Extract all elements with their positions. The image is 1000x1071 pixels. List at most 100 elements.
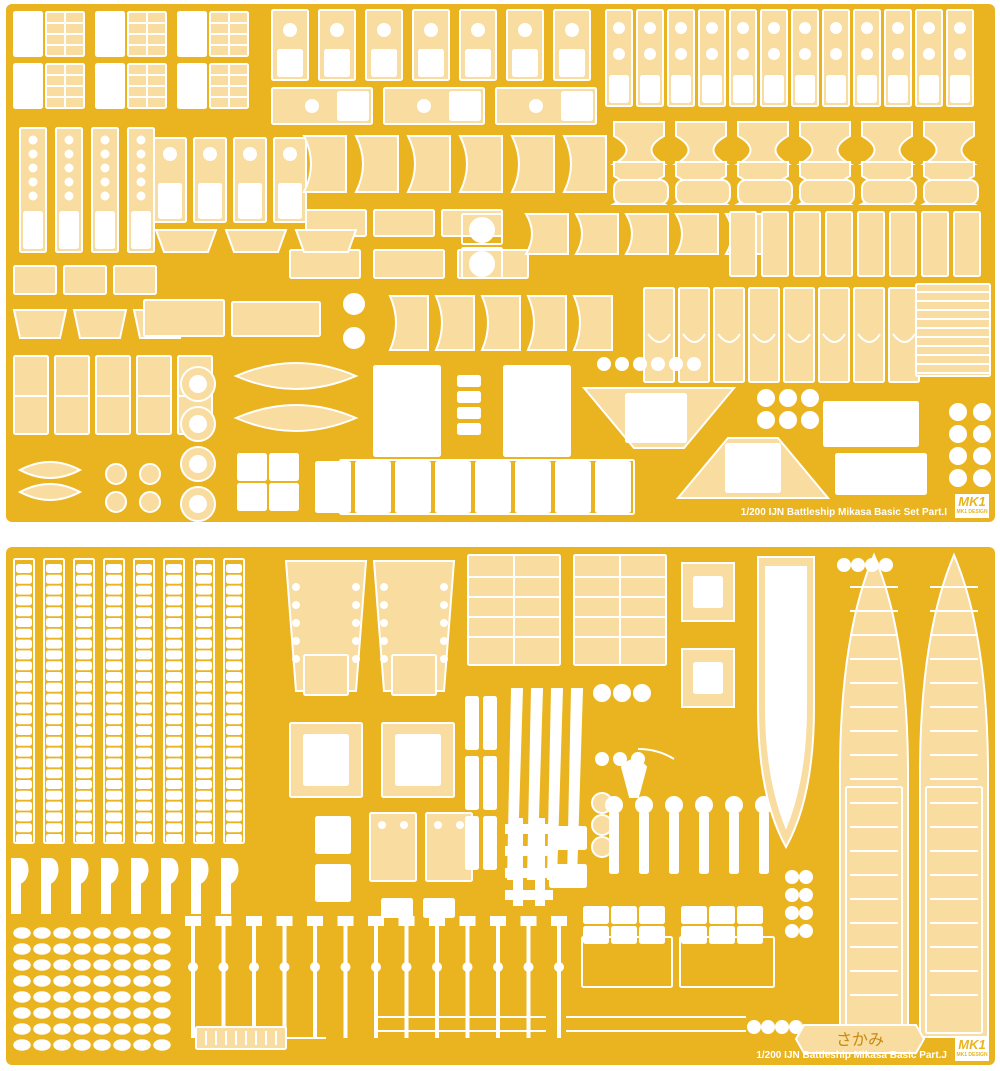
- post-hole: [243, 147, 257, 161]
- rosette: [757, 411, 775, 429]
- ladder-rung: [46, 704, 62, 714]
- window-frame: [13, 11, 43, 57]
- chain-link: [73, 1007, 91, 1019]
- rosette: [633, 684, 651, 702]
- stanchion-hole: [737, 48, 749, 60]
- rivet: [380, 601, 388, 609]
- stanchion-hole: [706, 48, 718, 60]
- stanchion-hole: [706, 22, 718, 34]
- nameplate-text: さかみ: [836, 1030, 884, 1049]
- window-frame: [95, 63, 125, 109]
- ladder-rung: [226, 650, 242, 660]
- box-part: [823, 401, 919, 447]
- ladder-rung: [46, 726, 62, 735]
- ladder-rung: [196, 747, 212, 757]
- ladder-rung: [16, 704, 32, 714]
- ladder-rung: [136, 790, 152, 800]
- hook-part: [41, 858, 59, 914]
- ladder-rung: [226, 618, 242, 627]
- ladder-rung: [166, 693, 182, 703]
- chain-link: [133, 1023, 151, 1035]
- ladder-rung: [16, 585, 32, 595]
- ladder-rung: [166, 672, 182, 681]
- chain-link: [53, 1023, 71, 1035]
- ladder-rung: [196, 834, 212, 843]
- rivet: [493, 962, 503, 972]
- chain-link: [113, 1007, 131, 1019]
- ladder-rung: [196, 682, 212, 692]
- ladder-rung: [16, 780, 32, 789]
- ladder-rung: [106, 704, 122, 714]
- wheel-hub: [189, 495, 207, 513]
- chain-link: [93, 1007, 111, 1019]
- chain-link: [153, 1023, 171, 1035]
- plate-window: [449, 91, 481, 121]
- small-slat: [457, 407, 481, 419]
- ladder-rung: [196, 790, 212, 800]
- plate-part: [143, 299, 225, 337]
- rivet: [380, 583, 388, 591]
- ladder-rung: [226, 736, 242, 746]
- ladder-rung: [16, 661, 32, 671]
- mk1-logo: MK1 MK1 DESIGN: [955, 494, 989, 518]
- door-panel: [783, 287, 815, 383]
- ladder-rung: [166, 780, 182, 789]
- long-hull: [919, 552, 989, 1038]
- chain-link: [53, 1007, 71, 1019]
- door-arc: [857, 333, 881, 343]
- grid-cell: [681, 926, 707, 944]
- chain-link: [153, 1039, 171, 1051]
- ladder-rung: [196, 661, 212, 671]
- rivet: [378, 821, 386, 829]
- ladder-rung: [166, 704, 182, 714]
- stanchion-small: [761, 211, 789, 277]
- rivet: [352, 619, 360, 627]
- ladder-rung: [106, 650, 122, 660]
- rivet: [310, 962, 320, 972]
- ladder-rung: [46, 596, 62, 606]
- stanchion-window: [857, 75, 877, 103]
- chain-link: [73, 1039, 91, 1051]
- ladder-rung: [106, 726, 122, 735]
- chain-link: [33, 975, 51, 987]
- rosette: [949, 425, 967, 443]
- stanchion-small: [793, 211, 821, 277]
- grate-part: [549, 864, 587, 888]
- chain-link: [93, 1023, 111, 1035]
- logo-mark: MK1: [958, 494, 986, 509]
- rivet: [371, 962, 381, 972]
- curved-panel: [858, 121, 916, 165]
- chain-ring: [851, 558, 865, 572]
- ladder-rung: [106, 618, 122, 627]
- small-wheel: [139, 463, 161, 485]
- slat-part: [483, 756, 497, 810]
- hook-part: [131, 858, 149, 914]
- ladder-rung: [46, 801, 62, 811]
- ladder-rung: [106, 790, 122, 800]
- curved-panel: [920, 121, 978, 165]
- rivet: [432, 962, 442, 972]
- rosette: [633, 357, 647, 371]
- ladder-rung: [16, 769, 32, 779]
- ladder-rung: [76, 628, 92, 638]
- ladder-rung: [106, 780, 122, 789]
- post-window: [59, 211, 79, 249]
- door-arc: [787, 333, 811, 343]
- ladder-rung: [226, 758, 242, 768]
- rivet: [340, 962, 351, 972]
- ladder-rung: [46, 715, 62, 725]
- ladder-rung: [136, 682, 152, 692]
- ladder-rung: [46, 812, 62, 822]
- ladder-rung: [76, 834, 92, 843]
- wheel-hub: [189, 375, 207, 393]
- ladder-rung: [106, 769, 122, 779]
- stanchion-hole: [830, 48, 842, 60]
- ladder-rung: [16, 834, 32, 843]
- chain-link: [73, 1023, 91, 1035]
- ladder-rung: [106, 607, 122, 617]
- lolli-stem: [729, 812, 739, 874]
- post-hole: [136, 177, 146, 187]
- boat-hull: [233, 362, 359, 390]
- chain-link: [13, 975, 31, 987]
- ladder-rung: [106, 715, 122, 725]
